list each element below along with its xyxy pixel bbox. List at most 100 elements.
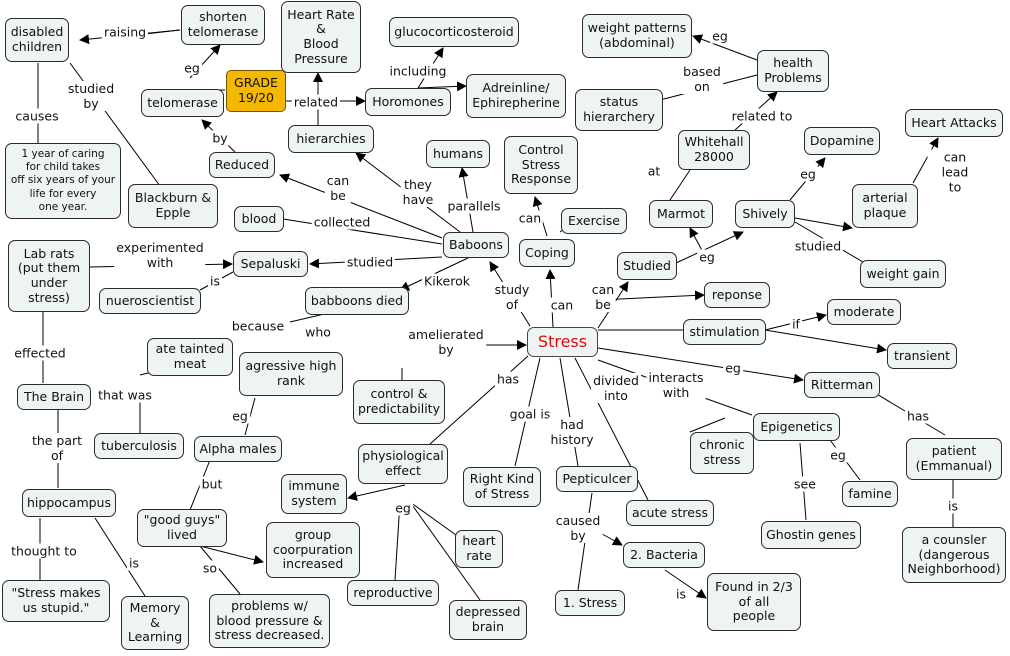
concept-tuberculosis[interactable]: tuberculosis (94, 433, 184, 459)
concept-disabled-children[interactable]: disabled children (5, 18, 69, 62)
link-label-eg-weight: eg (710, 28, 730, 44)
link-line (282, 218, 443, 245)
link-label-effected: effected (12, 345, 68, 361)
concept-marmot[interactable]: Marmot (649, 200, 713, 228)
arrow-link (597, 347, 804, 384)
concept-exercise[interactable]: Exercise (561, 208, 627, 234)
link-label-eg-famine: eg (828, 447, 848, 463)
concept-ritterman[interactable]: Ritterman (804, 372, 880, 398)
arrow-link (675, 231, 744, 264)
concept-nueroscientist[interactable]: nueroscientist (99, 288, 201, 314)
link-label-kikerok: Kikerok (422, 273, 472, 289)
link-label-that-was: that was (96, 387, 154, 403)
concept-caring-year[interactable]: 1 year of caring for child takes off six… (5, 143, 121, 219)
link-label-eg-studied: eg (697, 249, 717, 265)
concept-weight-patterns[interactable]: weight patterns (abdominal) (582, 14, 692, 58)
concept-patient[interactable]: patient (Emmanual) (906, 438, 1002, 480)
concept-good-guys-lived[interactable]: "good guys" lived (137, 509, 227, 547)
concept-epigenetics[interactable]: Epigenetics (753, 413, 840, 441)
concept-heart-attacks[interactable]: Heart Attacks (905, 109, 1003, 137)
concept-reduced[interactable]: Reduced (209, 152, 275, 178)
concept-memory-learning[interactable]: Memory & Learning (121, 596, 189, 650)
concept-reponse[interactable]: reponse (704, 282, 770, 308)
concept-group-cooperation[interactable]: group coorpuration increased (266, 522, 360, 578)
concept-adreinline[interactable]: Adreinline/ Ephirepherine (466, 74, 566, 118)
concept-the-brain[interactable]: The Brain (17, 384, 91, 410)
link-label-eg-dopamine: eg (798, 166, 818, 182)
link-label-studied-shively: studied (792, 238, 844, 254)
concept-right-kind-of-stress[interactable]: Right Kind of Stress (463, 467, 541, 507)
link-line (94, 517, 146, 597)
arrow-link (417, 81, 467, 92)
link-label-caused-by: caused by (553, 513, 603, 543)
concept-agressive-high-rank[interactable]: agressive high rank (239, 352, 343, 396)
concept-telomerase[interactable]: telomerase (141, 89, 224, 117)
concept-pepticulcer[interactable]: Pepticulcer (556, 466, 638, 492)
concept-shively[interactable]: Shively (735, 200, 795, 228)
link-line (199, 545, 241, 595)
link-label-parallels: parallels (445, 198, 503, 214)
concept-arterial-plaque[interactable]: arterial plaque (852, 184, 918, 228)
concept-control-stress-response[interactable]: Control Stress Response (504, 136, 578, 194)
link-line (409, 501, 457, 536)
concept-sepaluski[interactable]: Sepaluski (233, 251, 308, 277)
link-label-amelierated-by: amelierated by (406, 327, 486, 357)
concept-status-hierarchy[interactable]: status hierarchery (575, 89, 663, 131)
concept-studied[interactable]: Studied (617, 252, 677, 280)
concept-reproductive[interactable]: reproductive (347, 580, 439, 606)
link-label-at: at (645, 163, 663, 179)
concept-moderate[interactable]: moderate (827, 299, 901, 325)
link-label-but: but (199, 476, 225, 492)
concept-counsler[interactable]: a counsler (dangerous Neighborhood) (902, 527, 1006, 583)
concept-baboons[interactable]: Baboons (443, 232, 509, 258)
concept-stress-root[interactable]: Stress (527, 327, 598, 357)
concept-coping[interactable]: Coping (519, 239, 575, 267)
link-label-can-lead-to: can lead to (927, 149, 983, 195)
concept-heart-rate[interactable]: heart rate (455, 530, 503, 568)
concept-hierarchies[interactable]: hierarchies (288, 125, 374, 153)
concept-found-in-two-thirds[interactable]: Found in 2/3 of all people (707, 573, 801, 631)
concept-shorten-telomerase[interactable]: shorten telomerase (181, 5, 265, 45)
concept-stress-makes-us-stupid[interactable]: "Stress makes us stupid." (2, 580, 110, 622)
link-line (667, 169, 691, 204)
concept-immune-system[interactable]: immune system (281, 474, 347, 514)
concept-ate-tainted-meat[interactable]: ate tainted meat (147, 338, 233, 376)
concept-one-stress[interactable]: 1. Stress (555, 590, 625, 616)
link-label-who: who (303, 324, 333, 340)
link-label-can-be-reduced: can be (324, 173, 352, 203)
concept-stimulation[interactable]: stimulation (683, 319, 766, 345)
link-label-based-on: based on (681, 64, 723, 94)
concept-transient[interactable]: transient (887, 343, 957, 369)
concept-weight-gain[interactable]: weight gain (860, 260, 946, 288)
link-label-eg-telomerase: eg (182, 60, 202, 76)
concept-lab-rats[interactable]: Lab rats (put them under stress) (8, 240, 90, 312)
concept-problems-blood-pressure[interactable]: problems w/ blood pressure & stress decr… (209, 594, 330, 648)
link-label-studied-sepaluski: studied (344, 254, 396, 270)
concept-bacteria[interactable]: 2. Bacteria (623, 542, 705, 568)
concept-blackburn-epple[interactable]: Blackburn & Epple (128, 184, 218, 228)
concept-dopamine[interactable]: Dopamine (804, 127, 880, 155)
concept-blood[interactable]: blood (234, 206, 284, 232)
concept-acute-stress[interactable]: acute stress (626, 500, 714, 526)
concept-whitehall[interactable]: Whitehall 28000 (678, 130, 750, 170)
concept-control-predictability[interactable]: control & predictability (353, 380, 445, 424)
concept-physiological-effect[interactable]: physiological effect (358, 444, 448, 484)
link-label-eg-alpha: eg (230, 408, 250, 424)
arrow-link (764, 329, 887, 354)
concept-babboons-died[interactable]: babboons died (305, 287, 409, 315)
link-label-related-to: related to (729, 108, 795, 124)
concept-hippocampus[interactable]: hippocampus (22, 489, 116, 517)
concept-horomones[interactable]: Horomones (365, 88, 451, 116)
concept-chronic-stress[interactable]: chronic stress (690, 432, 754, 474)
concept-alpha-males[interactable]: Alpha males (194, 436, 282, 462)
concept-glucocorticosteroid[interactable]: glucocorticosteroid (389, 17, 519, 47)
concept-humans[interactable]: humans (426, 140, 490, 168)
concept-health-problems[interactable]: health Problems (757, 50, 829, 92)
link-label-divided-into: divided into (591, 373, 641, 403)
concept-heart-rate-blood-pressure[interactable]: Heart Rate & Blood Pressure (281, 1, 361, 73)
concept-depressed-brain[interactable]: depressed brain (449, 600, 527, 640)
concept-famine[interactable]: famine (842, 481, 898, 507)
concept-ghostin-genes[interactable]: Ghostin genes (761, 521, 861, 549)
arrow-link (279, 173, 443, 239)
link-label-including: including (387, 63, 449, 79)
